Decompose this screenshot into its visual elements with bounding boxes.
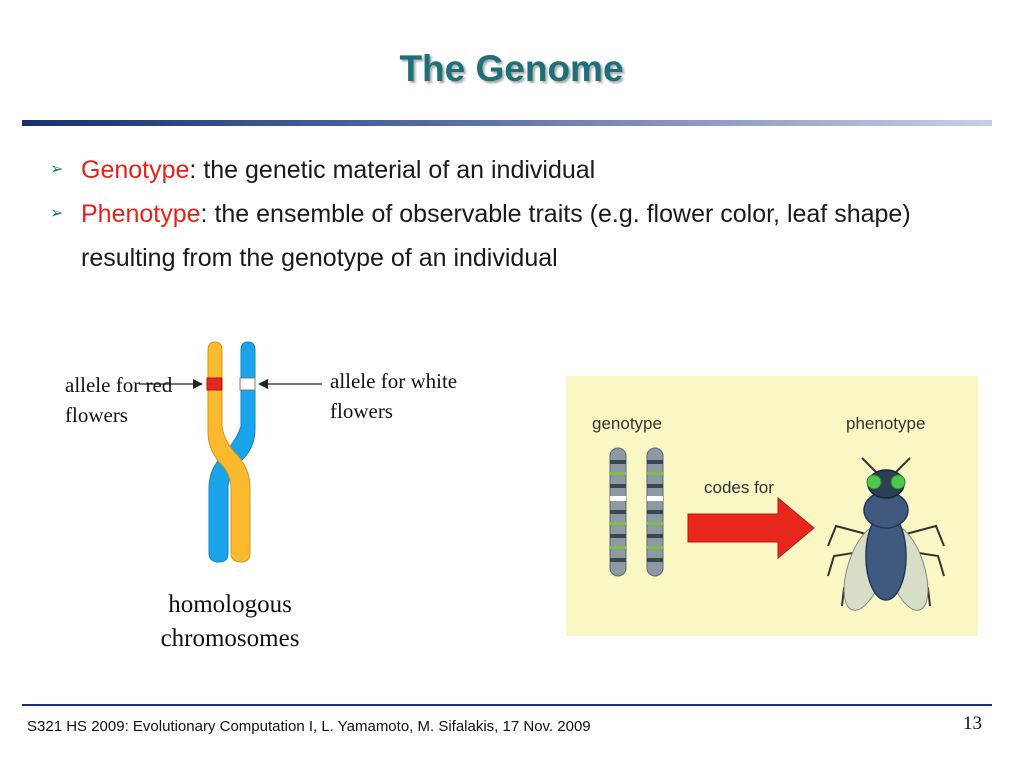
page-number: 13: [963, 713, 982, 734]
arrow-bullet-icon: ➢: [50, 161, 64, 178]
allele-red-label: allele for red flowers: [65, 373, 173, 427]
genotype-label: genotype: [592, 414, 662, 433]
arrow-bullet-icon: ➢: [50, 205, 64, 222]
genotype-phenotype-graphic: [609, 447, 945, 611]
footer-divider: [22, 704, 992, 706]
codes-for-arrow-icon: [687, 496, 815, 560]
white-allele-marker: [239, 377, 256, 391]
bullet-text: : the genetic material of an individual: [189, 156, 596, 184]
allele-white-label: allele for white flowers: [330, 369, 458, 423]
bullet-genotype: ➢ Genotype: the genetic material of an i…: [50, 148, 990, 192]
yellow-chromosome-shape: [207, 341, 251, 563]
right-pointer-arrowhead: [258, 379, 268, 389]
bullet-term: Phenotype: [81, 200, 201, 228]
phenotype-label: phenotype: [846, 414, 926, 433]
homologous-chromosomes-illustration: [206, 341, 256, 563]
fly-icon: [827, 457, 945, 611]
homologous-chromosomes-caption: homologous chromosomes: [160, 591, 300, 652]
footer-citation: S321 HS 2009: Evolutionary Computation I…: [27, 718, 591, 735]
genotype-phenotype-panel: genotype phenotype codes for: [566, 376, 978, 636]
slide-title: The Genome: [399, 48, 624, 89]
red-allele-marker: [206, 377, 223, 391]
chromosome-pair-icon: [609, 447, 664, 577]
bullet-phenotype: ➢ Phenotype: the ensemble of observable …: [50, 192, 990, 280]
bullet-text: : the ensemble of observable traits (e.g…: [81, 200, 911, 272]
bullet-term: Genotype: [81, 156, 190, 184]
title-divider: [22, 120, 992, 126]
left-pointer-arrowhead: [193, 379, 203, 389]
codes-for-label: codes for: [704, 478, 774, 497]
bullet-list: ➢ Genotype: the genetic material of an i…: [50, 148, 990, 280]
